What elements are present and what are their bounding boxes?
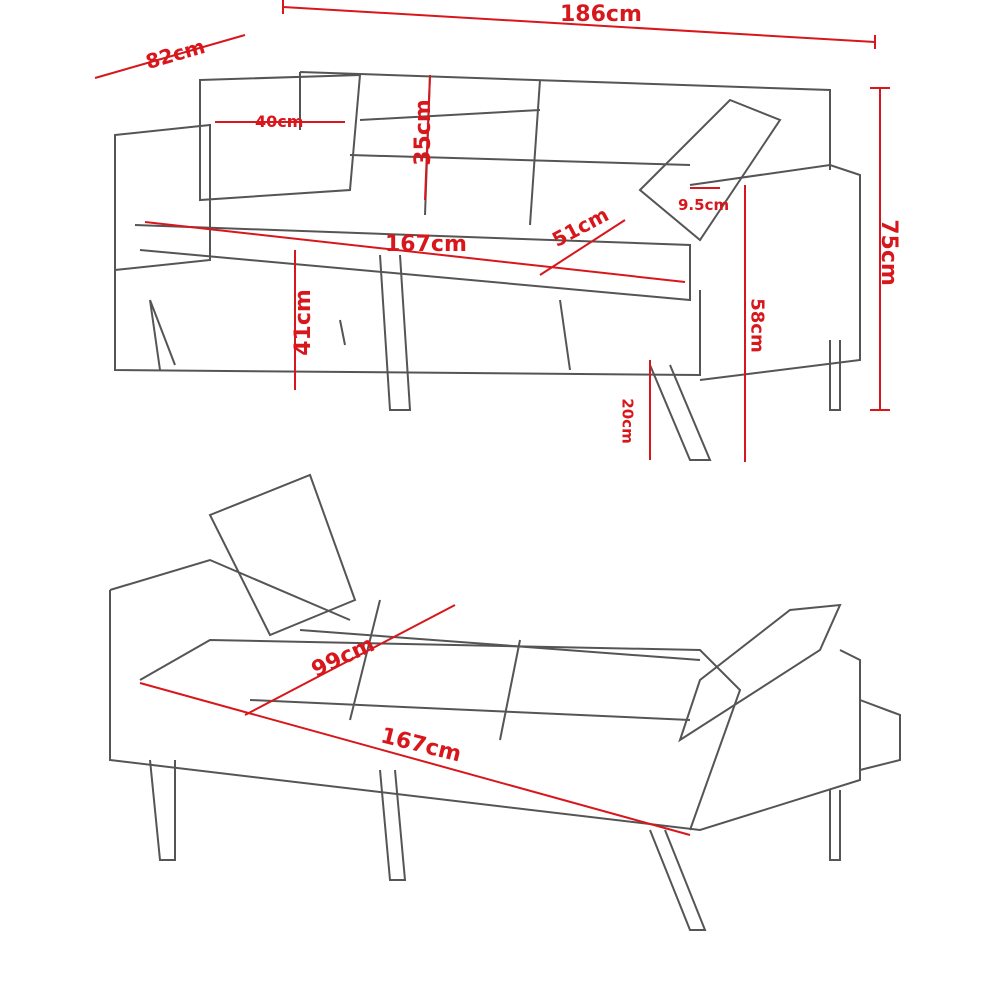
leg-height-label: 20cm [618, 398, 637, 444]
seat-width-label: 167cm [385, 232, 467, 257]
overall-width-label: 186cm [560, 2, 642, 27]
arm-height-label: 58cm [746, 298, 768, 353]
arm-width-label: 9.5cm [678, 196, 730, 214]
pillow-width-label: 40cm [255, 112, 304, 131]
overall-height-label: 75cm [875, 219, 901, 286]
backrest-height-label: 35cm [410, 99, 436, 166]
seat-height-label: 41cm [290, 289, 316, 356]
sofa-upright-drawing [114, 71, 861, 461]
sofa-bed-drawing [109, 473, 901, 931]
dimension-lines [94, 0, 890, 836]
